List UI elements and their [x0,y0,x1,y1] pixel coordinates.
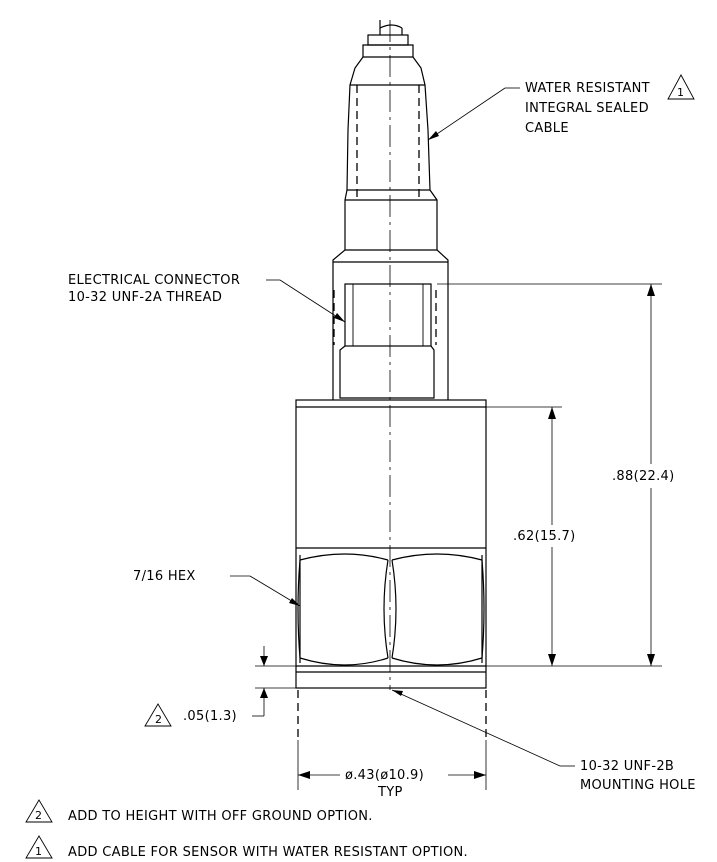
revision-triangle-icon [667,74,695,100]
mounting-hole-line2: MOUNTING HOLE [580,778,696,793]
overall-height-dimension: .88(22.4) [437,283,674,667]
note-ref-2: 2 [35,809,42,822]
note-triangle-icon [25,835,53,859]
hex-callout: 7/16 HEX [133,569,301,607]
note-ref-1: 1 [35,845,42,858]
revision-triangle-icon [144,703,172,727]
note-text-2: ADD TO HEIGHT WITH OFF GROUND OPTION. [68,809,373,824]
note-triangle-icon [25,799,53,823]
off-ground-dimension: 2 .05(1.3) [144,646,296,727]
overall-height-value: .88(22.4) [612,469,674,484]
sensor-body [295,399,487,740]
body-height-value: .62(15.7) [513,529,575,544]
revision-number: 1 [677,86,684,99]
diameter-dimension: ø.43(ø10.9) TYP [297,740,487,800]
mounting-hole-line1: 10-32 UNF-2B [580,759,674,774]
body-height-dimension: .62(15.7) [486,406,575,666]
diameter-value: ø.43(ø10.9) [345,768,424,783]
connector-callout: ELECTRICAL CONNECTOR 10-32 UNF-2A THREAD [68,273,346,323]
off-ground-value: .05(1.3) [183,709,237,724]
electrical-connector [333,283,437,399]
cable-callout: WATER RESISTANT INTEGRAL SEALED CABLE 1 [427,74,695,141]
cable-callout-line1: WATER RESISTANT [525,81,650,96]
cable-callout-line2: INTEGRAL SEALED [525,101,649,116]
diameter-qualifier: TYP [377,785,403,800]
connector-callout-line2: 10-32 UNF-2A THREAD [68,290,222,305]
cable-callout-line3: CABLE [525,121,569,136]
hex-label: 7/16 HEX [133,569,196,584]
connector-callout-line1: ELECTRICAL CONNECTOR [68,273,240,288]
off-ground-ref: 2 [155,713,162,726]
mounting-hole-callout: 10-32 UNF-2B MOUNTING HOLE [391,689,696,793]
cable [332,20,449,400]
notes: 2 ADD TO HEIGHT WITH OFF GROUND OPTION. … [25,799,468,860]
note-text-1: ADD CABLE FOR SENSOR WITH WATER RESISTAN… [68,845,468,860]
